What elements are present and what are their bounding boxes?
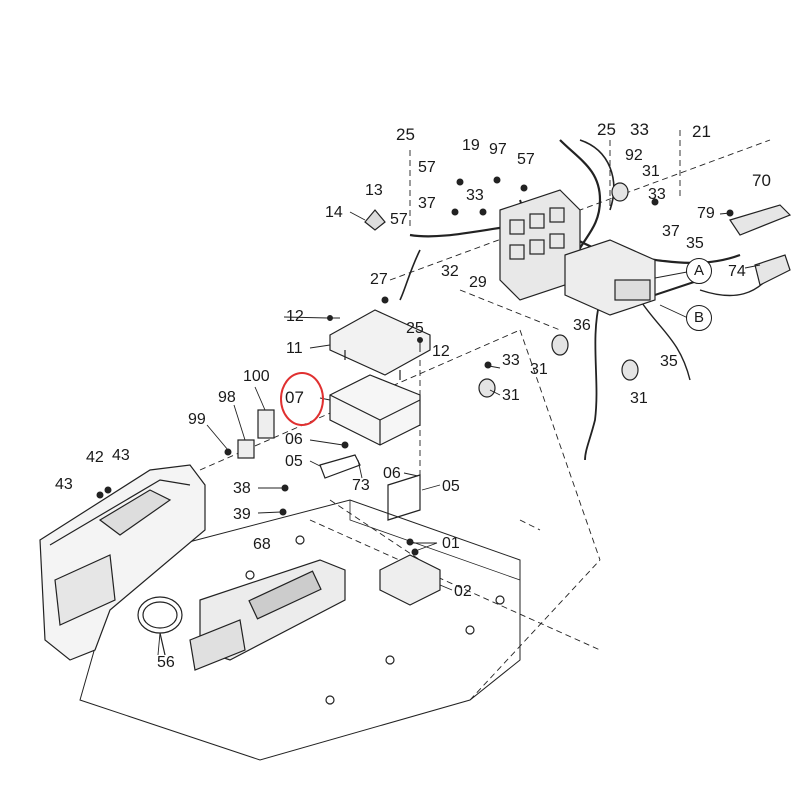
part-label-39: 39 xyxy=(233,506,251,523)
part-label-74: 74 xyxy=(728,263,746,280)
part-label-31: 31 xyxy=(502,387,520,404)
part-label-43: 43 xyxy=(55,476,73,493)
part-label-25: 25 xyxy=(396,125,415,144)
part-label-35: 35 xyxy=(660,353,678,370)
part-label-43: 43 xyxy=(112,447,130,464)
part-label-07: 07 xyxy=(285,388,304,407)
part-label-33: 33 xyxy=(502,352,520,369)
part-label-27: 27 xyxy=(370,271,388,288)
part-label-68: 68 xyxy=(253,536,271,553)
part-label-31: 31 xyxy=(630,390,648,407)
part-label-97: 97 xyxy=(489,141,507,158)
part-label-12: 12 xyxy=(432,343,450,360)
part-label-01: 01 xyxy=(442,535,460,552)
part-label-12: 12 xyxy=(286,308,304,325)
callout-a: A xyxy=(686,258,712,284)
part-label-06: 06 xyxy=(285,431,303,448)
part-label-57: 57 xyxy=(517,151,535,168)
part-label-32: 32 xyxy=(441,263,459,280)
part-label-56: 56 xyxy=(157,654,175,671)
part-label-06: 06 xyxy=(383,465,401,482)
part-label-33: 33 xyxy=(648,186,666,203)
part-label-100: 100 xyxy=(243,368,270,385)
callout-b: B xyxy=(686,305,712,331)
part-label-38: 38 xyxy=(233,480,251,497)
part-label-98: 98 xyxy=(218,389,236,406)
part-label-35: 35 xyxy=(686,235,704,252)
part-label-73: 73 xyxy=(352,477,370,494)
part-label-33: 33 xyxy=(466,187,484,204)
part-label-29: 29 xyxy=(469,274,487,291)
part-label-57: 57 xyxy=(390,211,408,228)
part-label-13: 13 xyxy=(365,182,383,199)
part-label-33: 33 xyxy=(630,120,649,139)
part-label-31: 31 xyxy=(530,361,548,378)
part-label-05: 05 xyxy=(442,478,460,495)
part-label-79: 79 xyxy=(697,205,715,222)
part-label-19: 19 xyxy=(462,137,480,154)
part-label-11: 11 xyxy=(286,340,303,357)
part-label-99: 99 xyxy=(188,411,206,428)
part-label-05: 05 xyxy=(285,453,303,470)
part-label-36: 36 xyxy=(573,317,591,334)
part-label-37: 37 xyxy=(418,195,436,212)
part-label-25: 25 xyxy=(406,320,424,337)
part-label-57: 57 xyxy=(418,159,436,176)
part-label-02: 02 xyxy=(454,583,472,600)
part-label-14: 14 xyxy=(325,204,343,221)
part-label-31: 31 xyxy=(642,163,660,180)
part-label-21: 21 xyxy=(692,122,711,141)
part-label-37: 37 xyxy=(662,223,680,240)
part-label-25: 25 xyxy=(597,120,616,139)
part-label-92: 92 xyxy=(625,147,643,164)
part-label-42: 42 xyxy=(86,449,104,466)
part-07-highlight-ring xyxy=(280,372,324,426)
part-label-70: 70 xyxy=(752,171,771,190)
